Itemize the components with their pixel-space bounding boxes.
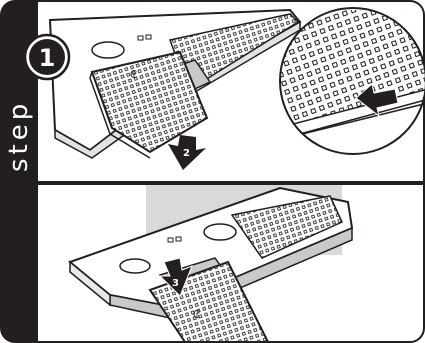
light-lens <box>92 42 124 58</box>
panel-divider <box>38 181 424 185</box>
arrow-3-label: 3 <box>172 278 179 289</box>
step-label: step <box>4 100 34 172</box>
light-lens-front <box>120 259 150 273</box>
light-lens-bottom <box>204 224 236 240</box>
arrow-2-label: 2 <box>183 148 190 159</box>
filter-logo-mark-bottom: ₢ <box>193 308 200 321</box>
step-number: 1 <box>39 44 56 72</box>
step-badge: 1 <box>25 35 69 79</box>
filter-logo-mark: ₢ <box>130 68 137 81</box>
